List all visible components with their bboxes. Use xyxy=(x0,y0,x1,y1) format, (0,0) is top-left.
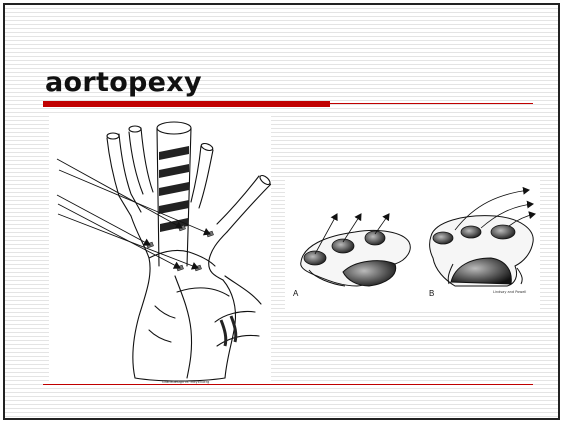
slide-title: aortopexy xyxy=(45,67,202,98)
panel-label-a: A xyxy=(293,289,298,298)
slide: aortopexy xyxy=(3,3,560,420)
title-underline-rule xyxy=(330,103,533,104)
panel-b-caption: Lindsay and Powell xyxy=(493,290,526,294)
trachea-cross-section-illustration: A B Lindsay and Powell xyxy=(285,180,540,312)
aortic-arch-drawing xyxy=(49,116,271,388)
panel-label-b: B xyxy=(429,289,434,298)
title-underline-accent xyxy=(43,101,330,107)
footer-rule xyxy=(43,384,533,385)
aortic-arch-illustration: Grafikdesign M. Meyerberg xyxy=(49,116,271,388)
